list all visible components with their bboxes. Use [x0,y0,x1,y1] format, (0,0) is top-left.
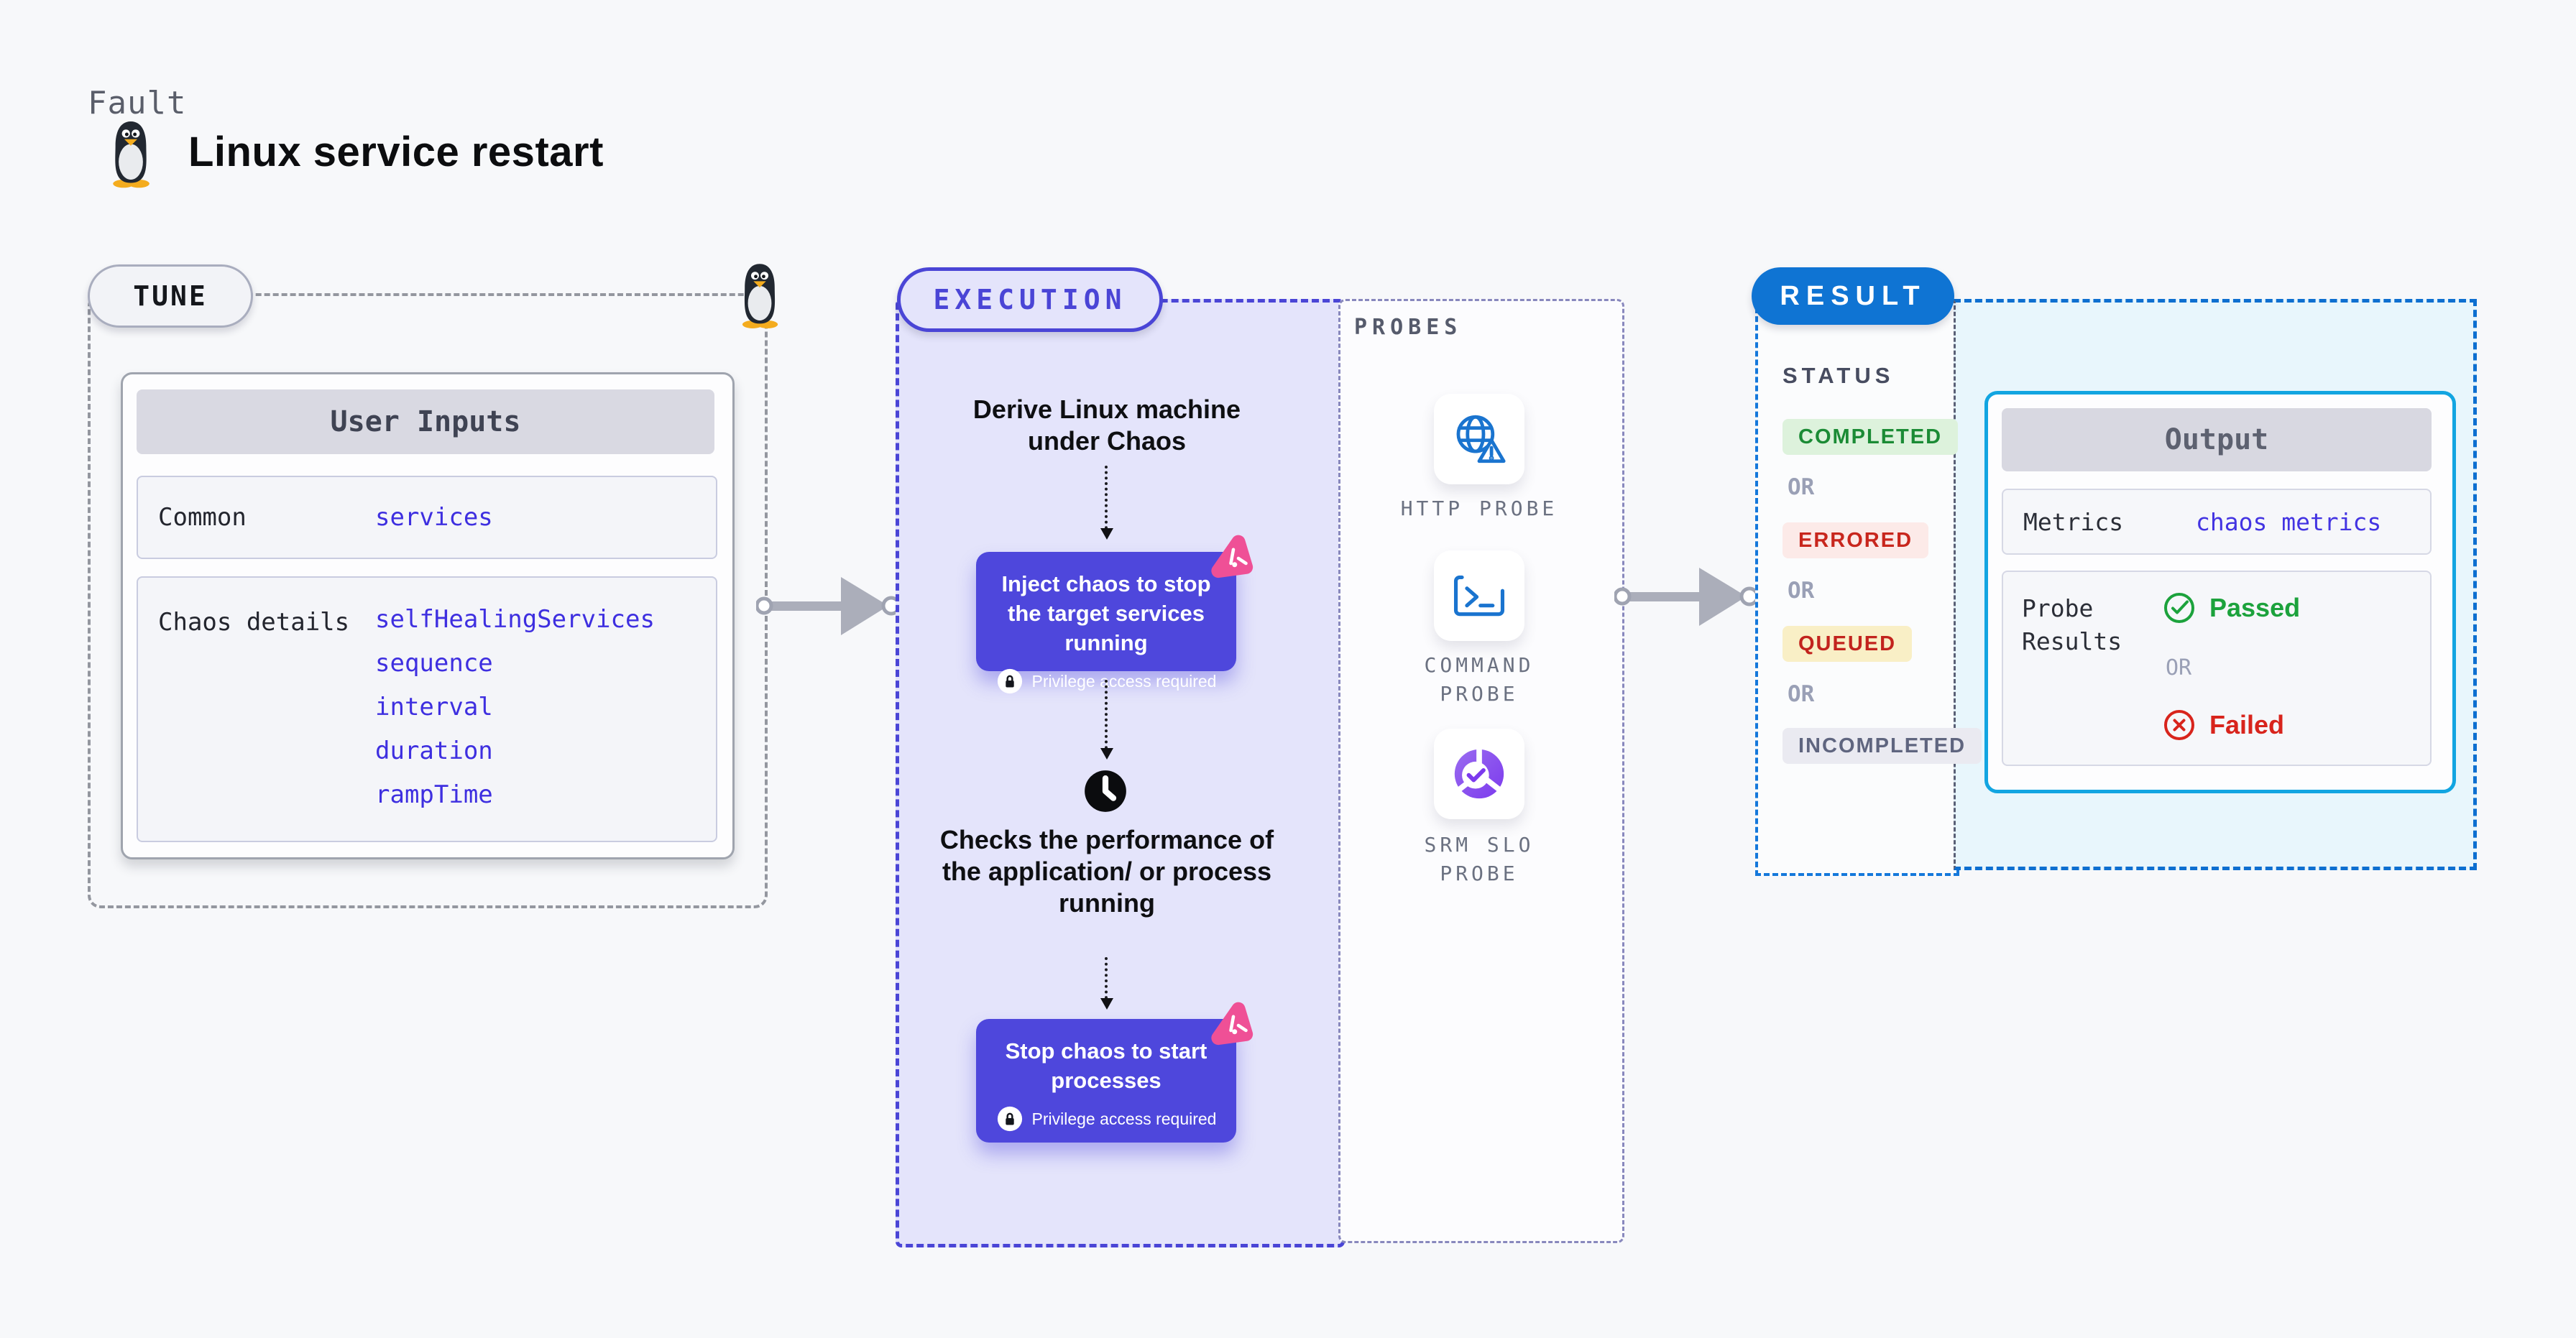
probe-result-passed: Passed [2162,591,2300,625]
status-badge-completed: COMPLETED [1782,419,1959,455]
input-link-sequence[interactable]: sequence [375,649,493,678]
flow-connector [1100,680,1113,760]
flow-arrow-execution-to-result [1614,568,1758,626]
lock-icon [997,668,1022,694]
stop-chaos-title: Stop chaos to start processes [1005,1038,1208,1093]
metrics-label: Metrics [2023,507,2124,536]
page-title: Linux service restart [188,129,604,175]
row-label: Common [158,503,247,532]
chaos-engineering-icon [1211,535,1254,578]
output-metrics-row: Metrics chaos metrics [2002,489,2432,555]
http-probe-card [1434,394,1524,484]
flow-connector [1100,466,1113,540]
probe-results-label: Probe Results [2022,594,2122,655]
tux-penguin-icon [113,121,150,188]
table-row-chaos-details: Chaos details selfHealingServices sequen… [137,576,717,842]
derive-step-text: Derive Linux machine under Chaos [972,395,1241,456]
probe-result-failed: Failed [2162,708,2284,742]
lock-icon [997,1106,1022,1132]
passed-text: Passed [2209,593,2301,622]
input-link-duration[interactable]: duration [375,737,493,765]
tune-section-label: TUNE [88,264,253,328]
slo-pie-icon [1454,747,1504,799]
fault-kind-label: Fault [88,85,187,121]
input-link-selfhealingservices[interactable]: selfHealingServices [375,605,655,634]
chaos-metrics-link[interactable]: chaos metrics [2196,507,2382,536]
command-probe-card [1434,550,1524,641]
user-inputs-header: User Inputs [137,389,714,454]
status-badge-queued: QUEUED [1782,626,1913,662]
row-label: Chaos details [158,608,350,637]
execution-section-label: EXECUTION [897,267,1163,332]
tux-penguin-icon-small [742,264,778,328]
failed-text: Failed [2209,710,2285,739]
checks-step-text: Checks the performance of the applicatio… [939,825,1274,918]
input-link-ramptime[interactable]: rampTime [375,780,493,809]
clock-icon [1085,770,1126,812]
check-circle-icon [2164,593,2194,623]
output-probe-results-row [2002,571,2432,766]
command-probe-label: COMMAND PROBE [1424,653,1535,706]
inject-chaos-title: Inject chaos to stop the target services… [1001,571,1211,655]
srm-slo-probe-label: SRM SLO PROBE [1424,833,1535,885]
table-row-common: Common services [137,476,717,559]
status-heading: STATUS [1782,363,1895,388]
globe-alert-icon [1456,415,1506,463]
inject-chaos-card: Inject chaos to stop the target services… [976,535,1254,694]
stop-chaos-card: Stop chaos to start processes Privilege … [976,1002,1254,1143]
flow-arrow-tune-to-execution [756,577,900,635]
terminal-icon [1453,575,1505,617]
input-link-interval[interactable]: interval [375,693,493,721]
chaos-engineering-icon [1211,1002,1254,1046]
or-separator: OR [2166,655,2192,680]
srm-slo-probe-card [1434,729,1524,819]
status-badge-incompleted: INCOMPLETED [1782,728,1982,764]
privilege-note: Privilege access required [1031,1109,1217,1128]
status-badge-errored: ERRORED [1782,522,1929,558]
output-header: Output [2002,408,2432,471]
input-link-services[interactable]: services [375,503,493,532]
flow-connector [1100,957,1113,1010]
privilege-note: Privilege access required [1031,671,1217,691]
or-separator: OR [1788,474,1815,500]
http-probe-label: HTTP PROBE [1400,497,1558,520]
probes-section-label: PROBES [1354,315,1463,340]
result-section-label: RESULT [1752,267,1954,325]
or-separator: OR [1788,681,1815,707]
or-separator: OR [1788,578,1815,604]
x-circle-icon [2164,710,2194,740]
